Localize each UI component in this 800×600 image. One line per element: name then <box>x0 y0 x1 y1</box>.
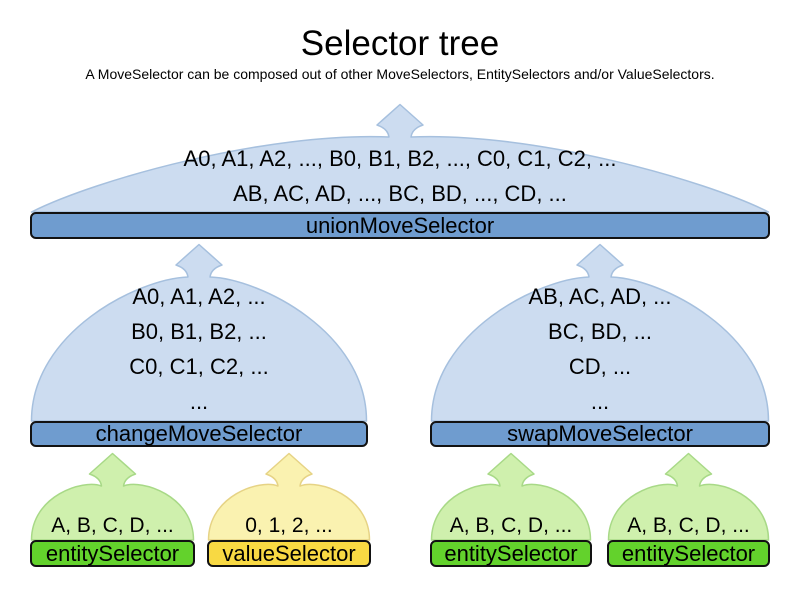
funnel-item-text: B0, B1, B2, ... <box>131 319 267 344</box>
funnel-items: A, B, C, D, ... <box>607 513 770 539</box>
funnel-dome-arrow <box>30 452 195 541</box>
funnel-item-text: BC, BD, ... <box>548 319 652 344</box>
funnel-item-text: ... <box>189 389 209 414</box>
funnel-union-move-selector: A0, A1, A2, ..., B0, B1, B2, ..., C0, C1… <box>30 103 770 239</box>
selector-bar-entity-selector-2: entitySelector <box>430 540 592 567</box>
funnel-items: A, B, C, D, ... <box>430 513 592 539</box>
funnel-item-text: CD, ... <box>568 354 632 379</box>
funnel-item-text: A, B, C, D, ... <box>51 514 174 537</box>
funnel-dome-arrow <box>30 243 368 422</box>
funnel-item-text: A, B, C, D, ... <box>449 514 573 537</box>
funnel-item-text: AB, AC, AD, ..., BC, BD, ..., CD, ... <box>233 181 567 206</box>
funnel-item-text: A, B, C, D, ... <box>627 514 750 537</box>
funnel-entity-selector-1: A, B, C, D, ... entitySelector <box>30 452 195 567</box>
funnel-items: A0, A1, A2, ... B0, B1, B2, ... C0, C1, … <box>30 279 368 419</box>
funnel-dome-arrow <box>207 452 371 541</box>
funnel-dome-arrow <box>607 452 770 541</box>
selector-bar-entity-selector-1: entitySelector <box>30 540 195 567</box>
funnel-change-move-selector: A0, A1, A2, ... B0, B1, B2, ... C0, C1, … <box>30 243 368 447</box>
funnel-dome-arrow <box>430 243 770 422</box>
funnel-items: A0, A1, A2, ..., B0, B1, B2, ..., C0, C1… <box>30 141 770 211</box>
page-title: Selector tree <box>300 24 500 63</box>
funnel-item-text: C0, C1, C2, ... <box>129 354 269 379</box>
selector-bar-swap-move-selector: swapMoveSelector <box>430 421 770 447</box>
funnel-entity-selector-3: A, B, C, D, ... entitySelector <box>607 452 770 567</box>
funnel-item-text: AB, AC, AD, ... <box>528 284 672 309</box>
selector-bar-change-move-selector: changeMoveSelector <box>30 421 368 447</box>
funnel-dome-arrow <box>30 103 770 213</box>
funnel-items: A, B, C, D, ... <box>30 513 195 539</box>
funnel-item-text: A0, A1, A2, ..., B0, B1, B2, ..., C0, C1… <box>183 146 617 171</box>
selector-bar-entity-selector-3: entitySelector <box>607 540 770 567</box>
funnel-dome-arrow <box>430 452 592 541</box>
selector-bar-union-move-selector: unionMoveSelector <box>30 212 770 239</box>
selector-bar-value-selector-1: valueSelector <box>207 540 371 567</box>
funnel-entity-selector-2: A, B, C, D, ... entitySelector <box>430 452 592 567</box>
funnel-item-text: 0, 1, 2, ... <box>245 514 333 537</box>
funnel-value-selector-1: 0, 1, 2, ... valueSelector <box>207 452 371 567</box>
funnel-items: AB, AC, AD, ... BC, BD, ... CD, ... ... <box>430 279 770 419</box>
funnel-items: 0, 1, 2, ... <box>207 513 371 539</box>
page-subtitle: A MoveSelector can be composed out of ot… <box>85 66 715 82</box>
funnel-item-text: ... <box>590 389 610 414</box>
funnel-item-text: A0, A1, A2, ... <box>132 284 266 309</box>
funnel-swap-move-selector: AB, AC, AD, ... BC, BD, ... CD, ... ... … <box>430 243 770 447</box>
